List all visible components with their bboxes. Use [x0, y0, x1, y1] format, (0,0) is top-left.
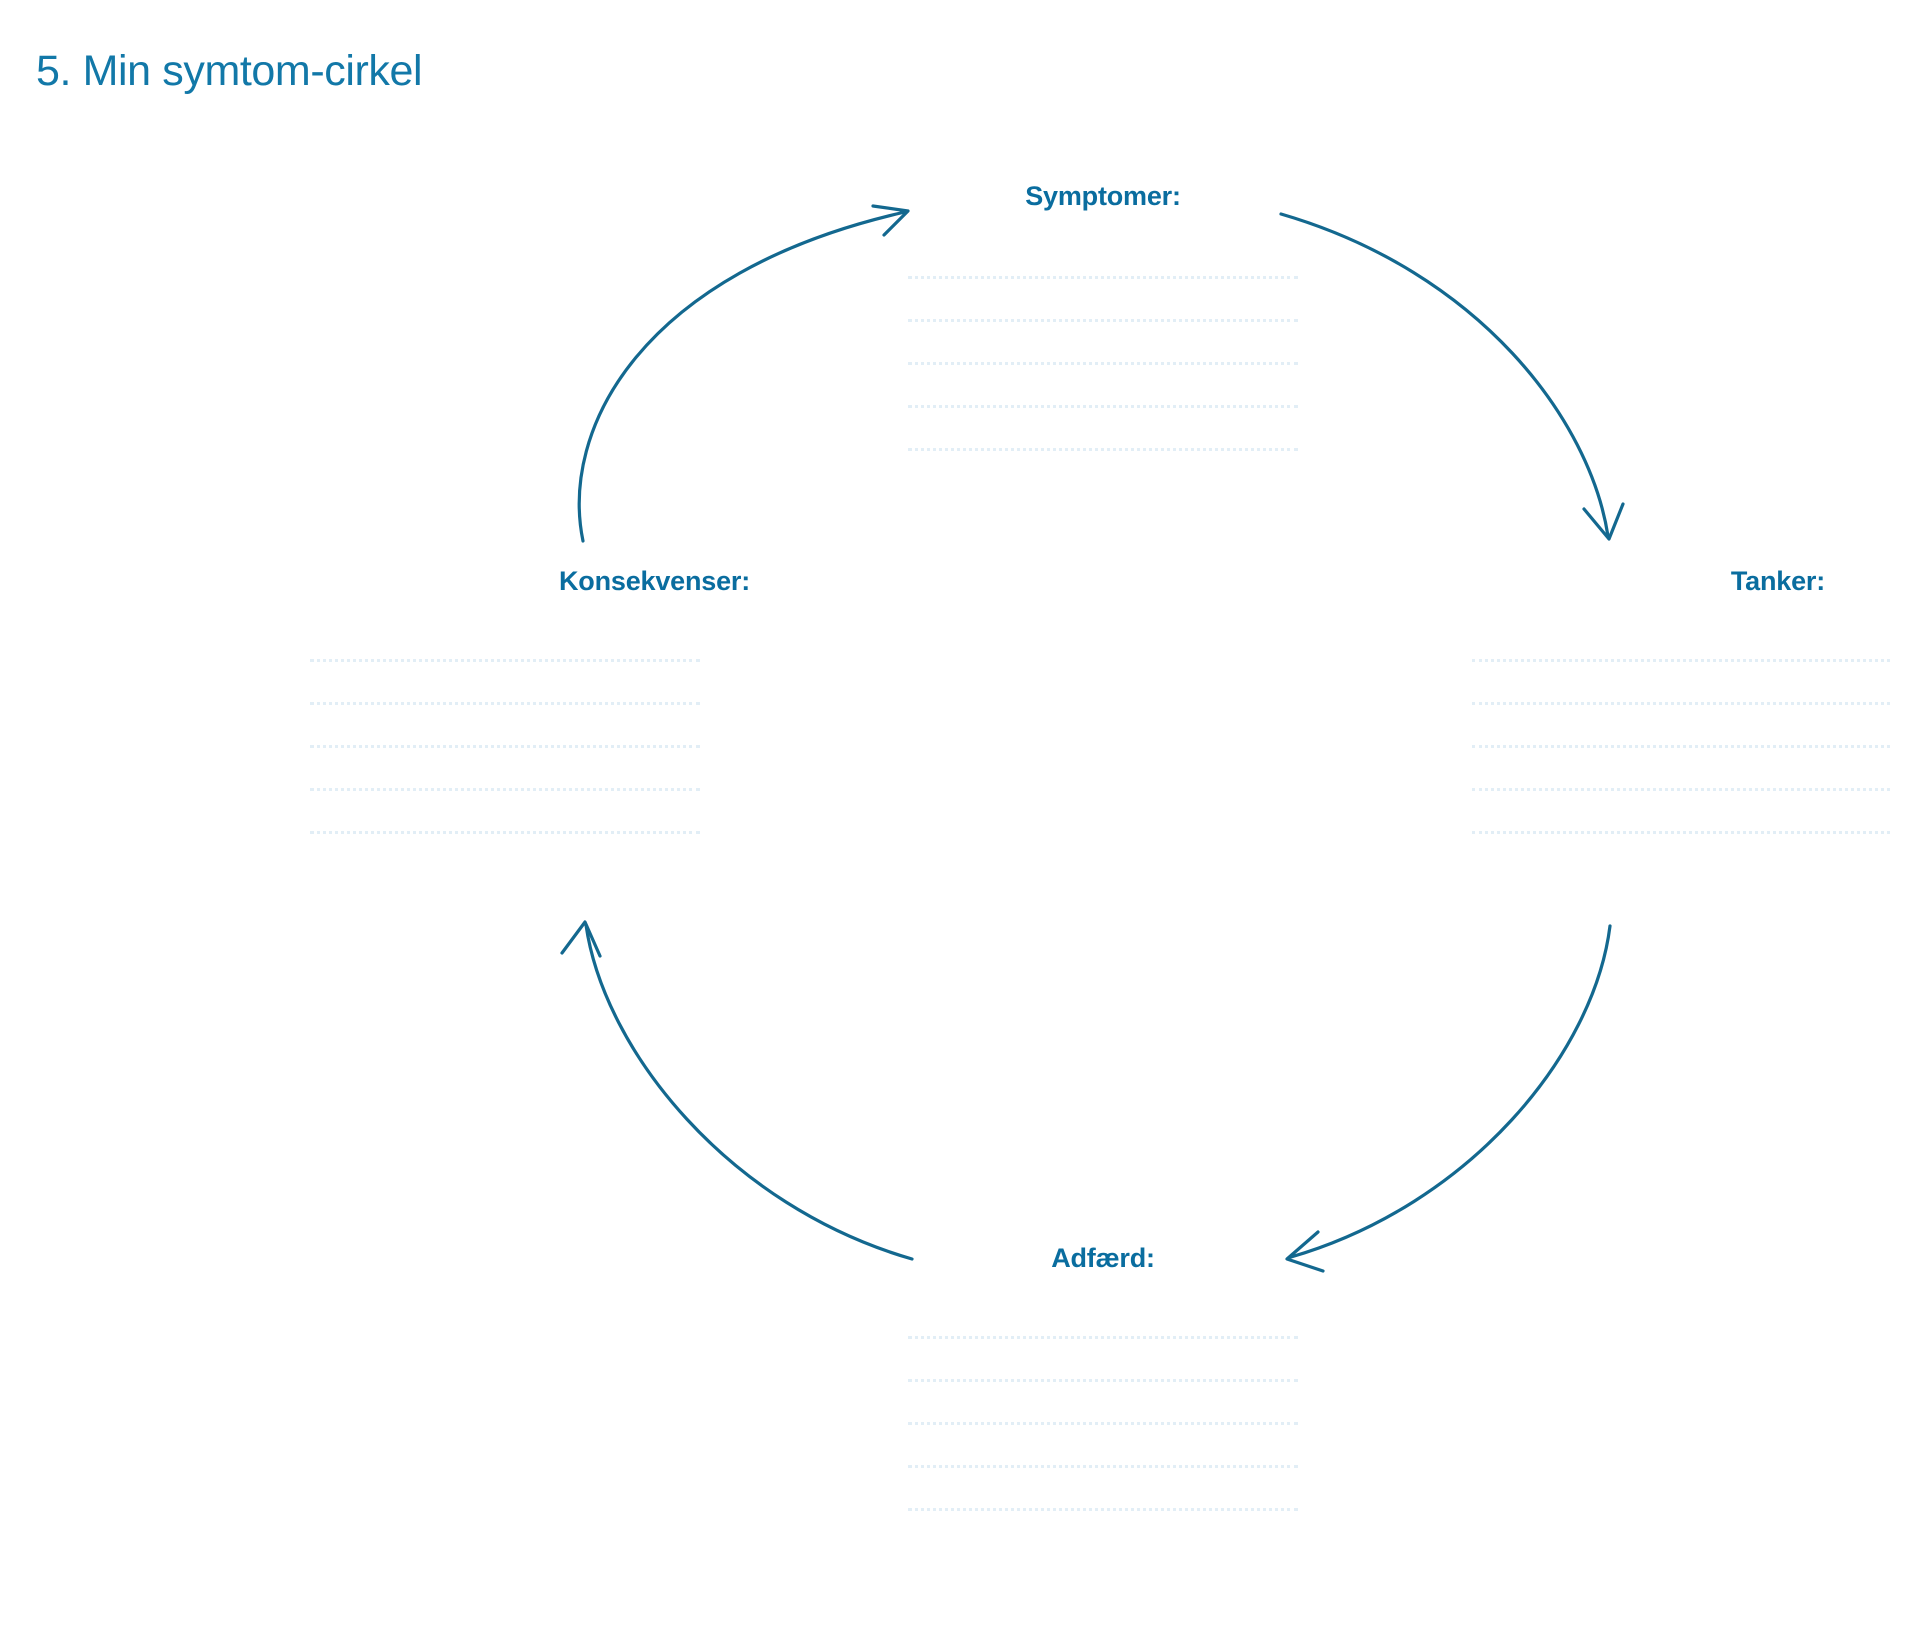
- node-label-tanker: Tanker:: [1730, 566, 1825, 596]
- write-line[interactable]: [310, 788, 700, 791]
- write-lines-adfaerd: [888, 1274, 1318, 1511]
- node-adfaerd: Adfærd:: [888, 1243, 1318, 1551]
- write-line[interactable]: [908, 405, 1298, 408]
- write-line[interactable]: [908, 362, 1298, 365]
- write-line[interactable]: [1472, 831, 1890, 834]
- write-line[interactable]: [908, 276, 1298, 279]
- arrow-tanker-to-adfaerd: [1285, 924, 1612, 1273]
- node-label-symptomer: Symptomer:: [1025, 181, 1181, 211]
- write-line[interactable]: [908, 319, 1298, 322]
- write-line[interactable]: [1472, 745, 1890, 748]
- write-line[interactable]: [1472, 788, 1890, 791]
- node-symptomer: Symptomer:: [888, 181, 1318, 491]
- write-line[interactable]: [310, 659, 700, 662]
- node-label-adfaerd: Adfærd:: [1051, 1243, 1155, 1273]
- write-line[interactable]: [908, 448, 1298, 451]
- write-lines-konsekvenser: [310, 597, 760, 834]
- write-line[interactable]: [908, 1336, 1298, 1339]
- arrow-adfaerd-to-konsekvenser: [560, 920, 914, 1261]
- write-line[interactable]: [908, 1508, 1298, 1511]
- arrow-symptomer-to-tanker: [1279, 212, 1625, 541]
- arrow-konsekvenser-to-symptomer: [577, 204, 910, 543]
- node-konsekvenser: Konsekvenser:: [310, 566, 760, 874]
- write-line[interactable]: [1472, 702, 1890, 705]
- write-line[interactable]: [908, 1465, 1298, 1468]
- write-line[interactable]: [310, 831, 700, 834]
- write-line[interactable]: [310, 702, 700, 705]
- write-line[interactable]: [908, 1379, 1298, 1382]
- node-label-konsekvenser: Konsekvenser:: [559, 566, 750, 596]
- write-line[interactable]: [1472, 659, 1890, 662]
- page-title: 5. Min symtom-cirkel: [36, 46, 423, 95]
- write-lines-tanker: [1450, 597, 1890, 834]
- node-tanker: Tanker:: [1450, 566, 1890, 874]
- write-line[interactable]: [908, 1422, 1298, 1425]
- write-line[interactable]: [310, 745, 700, 748]
- write-lines-symptomer: [888, 212, 1318, 451]
